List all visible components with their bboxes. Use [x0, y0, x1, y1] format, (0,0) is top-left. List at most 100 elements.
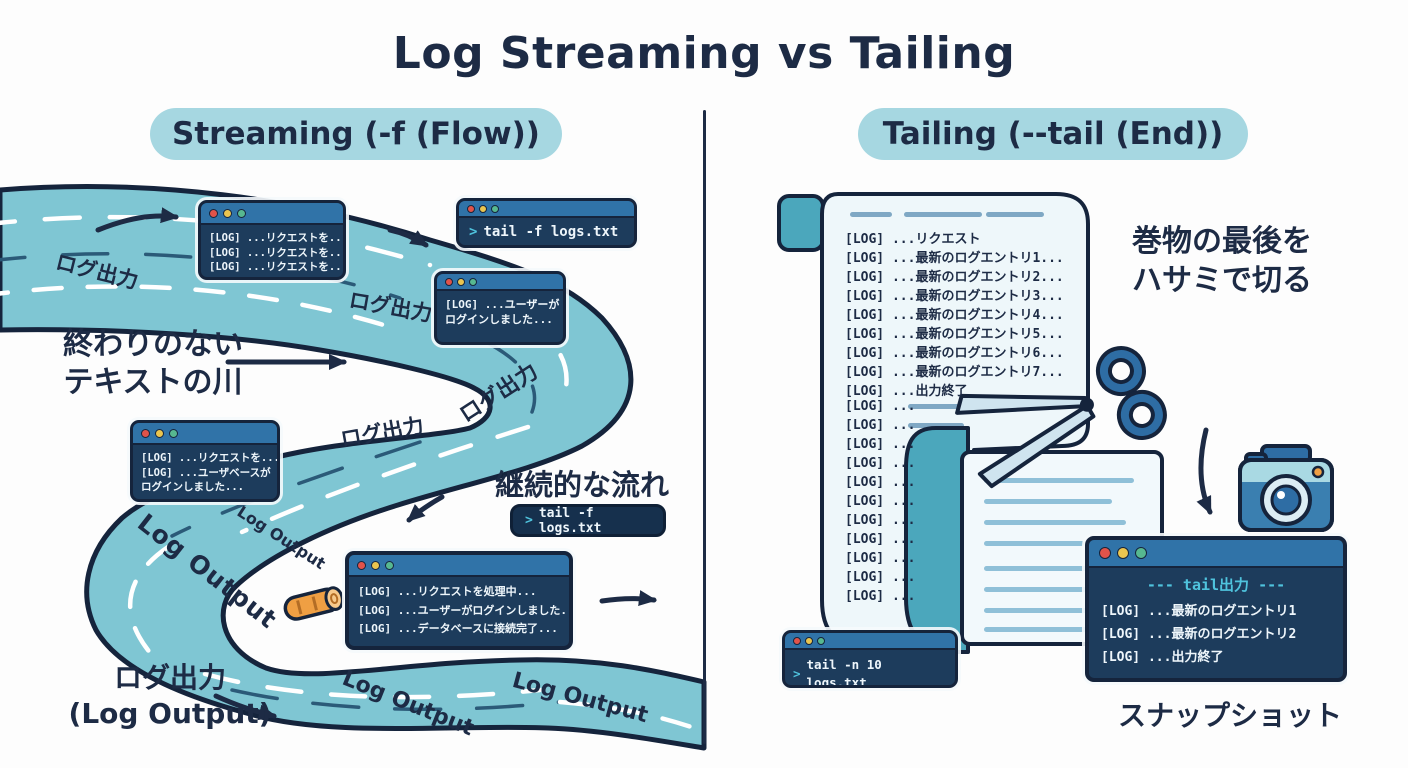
log-line: [LOG] ...最新のログエントリ2 — [1101, 627, 1297, 642]
red-dot-icon — [209, 208, 218, 218]
yellow-dot-icon — [155, 428, 164, 438]
scroll-log-line: [LOG] ... — [845, 570, 916, 585]
log-line: [LOG] ...最新のログエントリ1 — [1101, 604, 1297, 620]
scroll-top-curl — [777, 194, 825, 252]
tail-output-terminal: --- tail出力 --- [LOG] ...最新のログエントリ1 [LOG]… — [1085, 536, 1347, 682]
red-dot-icon — [793, 636, 801, 645]
terminal-title-bar — [1089, 540, 1343, 568]
scroll-log-line: [LOG] ...最新のログエントリ2... — [845, 270, 1064, 285]
right-panel-header: Tailing (--tail (End)) — [858, 108, 1248, 160]
cut-scroll-label-line2: ハサミで切る — [1132, 263, 1312, 298]
log-line: [LOG] ...データベースに接続完了... — [358, 622, 558, 636]
river-dark-flow-lines — [0, 251, 562, 712]
log-line: [LOG] ...出力終了 — [1101, 649, 1224, 665]
scroll-log-line: [LOG] ... — [845, 418, 916, 433]
scroll-log-line: [LOG] ... — [845, 456, 916, 471]
cut-scroll-label-line1: 巻物の最後を — [1132, 224, 1312, 259]
left-panel-header-label: Streaming (-f (Flow)) — [172, 116, 540, 152]
endless-river-label: 終わりのない テキストの川 — [38, 326, 268, 402]
flow-arrow-icon — [95, 207, 179, 233]
prompt-chevron: > — [793, 665, 801, 681]
wood-log-icon — [283, 586, 344, 621]
yellow-dot-icon — [457, 277, 465, 286]
log-output-caption: ログ出力 (Log Output) — [45, 660, 295, 732]
requests-terminal: [LOG] ...リクエストを... [LOG] ...リクエストを... [L… — [198, 200, 346, 280]
terminal-title-bar — [437, 274, 563, 291]
scroll-log-line: [LOG] ...最新のログエントリ3... — [845, 289, 1064, 304]
log-line: [LOG] ...リクエストを... — [209, 246, 346, 259]
log-line: [LOG] ...リクエストを処理中... — [358, 585, 537, 598]
processing-terminal: [LOG] ...リクエストを処理中... [LOG] ...ユーザーがログイン… — [345, 551, 573, 650]
scroll-log-line: [LOG] ...最新のログエントリ7... — [845, 365, 1064, 380]
red-dot-icon — [445, 277, 453, 286]
flow-arrow-icon — [406, 494, 445, 523]
panel-divider — [703, 110, 706, 744]
flow-arrow-icon — [213, 693, 277, 721]
tail-follow-pill: > tail -f logs.txt — [510, 504, 666, 537]
log-line: ログインしました... — [445, 313, 553, 327]
snapshot-label: スナップショット — [1118, 699, 1343, 732]
scroll-log-line: [LOG] ... — [845, 589, 916, 604]
red-dot-icon — [1099, 547, 1111, 559]
command-text: tail -f logs.txt — [538, 505, 602, 536]
flow-arrow-icon — [1196, 427, 1213, 515]
scroll-log-line: [LOG] ... — [845, 399, 916, 414]
tail-n-terminal: > tail -n 10 logs.txt — [782, 630, 958, 688]
yellow-dot-icon — [371, 560, 380, 570]
left-panel-header: Streaming (-f (Flow)) — [150, 108, 562, 160]
scroll-log-line: [LOG] ... — [845, 437, 916, 452]
flow-arrow-icon — [599, 590, 657, 606]
terminal-title-bar — [133, 423, 277, 445]
command-text: tail -f logs.txt — [483, 224, 619, 240]
endless-river-label-line1: 終わりのない — [63, 327, 243, 362]
prompt-chevron: > — [525, 513, 533, 528]
green-dot-icon — [817, 636, 825, 645]
log-line: [LOG] ...ユーザベースが — [141, 466, 271, 479]
log-line: [LOG] ...ユーザーがログインしました... — [358, 603, 573, 617]
scroll-log-line: [LOG] ... — [845, 532, 916, 547]
scroll-log-line: [LOG] ...最新のログエントリ6... — [845, 346, 1064, 361]
log-line: [LOG] ...リクエストを... — [141, 452, 280, 464]
log-line: [LOG] ...リクエストを... — [209, 261, 346, 274]
scroll-log-line: [LOG] ...リクエスト — [845, 232, 981, 247]
userbase-terminal: [LOG] ...リクエストを... [LOG] ...ユーザベースが ログイン… — [130, 420, 280, 502]
tail-follow-terminal: > tail -f logs.txt — [456, 198, 637, 248]
terminal-title-bar — [349, 555, 569, 577]
log-line: [LOG] ...ユーザーが — [445, 298, 560, 311]
log-line: ログインしました... — [141, 481, 244, 494]
cut-scroll-label: 巻物の最後を ハサミで切る — [1132, 222, 1312, 300]
green-dot-icon — [237, 208, 246, 218]
flow-arrows — [95, 207, 1213, 721]
green-dot-icon — [491, 204, 499, 213]
log-line: [LOG] ...リクエストを... — [209, 232, 346, 244]
scroll-log-line: [LOG] ... — [845, 551, 916, 566]
continuous-flow-label: 継続的な流れ — [495, 468, 670, 502]
flow-arrow-icon — [387, 227, 429, 248]
log-output-caption-en: (Log Output) — [68, 697, 272, 730]
river-white-flow-lines — [0, 214, 703, 733]
scroll-log-line: [LOG] ...最新のログエントリ1... — [845, 251, 1064, 266]
terminal-title-bar — [201, 203, 343, 225]
scroll-log-line: [LOG] ...最新のログエントリ5... — [845, 327, 1064, 342]
scroll-log-line: [LOG] ...最新のログエントリ4... — [845, 308, 1064, 323]
command-text: tail -n 10 logs.txt — [806, 657, 882, 688]
terminal-title-bar — [785, 633, 955, 650]
scroll-log-line: [LOG] ...出力終了 — [845, 384, 968, 399]
green-dot-icon — [385, 560, 394, 570]
scroll-log-line: [LOG] ... — [845, 494, 916, 509]
camera-icon — [1238, 444, 1334, 532]
green-dot-icon — [469, 277, 477, 286]
user-login-terminal: [LOG] ...ユーザーが ログインしました... — [434, 271, 566, 345]
red-dot-icon — [467, 204, 475, 213]
endless-river-label-line2: テキストの川 — [63, 365, 243, 400]
yellow-dot-icon — [1117, 547, 1129, 559]
yellow-dot-icon — [479, 204, 487, 213]
green-dot-icon — [1135, 547, 1147, 559]
yellow-dot-icon — [223, 208, 232, 218]
right-panel-header-label: Tailing (--tail (End)) — [882, 116, 1224, 152]
scroll-log-line: [LOG] ... — [845, 475, 916, 490]
red-dot-icon — [357, 560, 366, 570]
scissors-icon — [955, 346, 1167, 489]
green-dot-icon — [169, 428, 178, 438]
